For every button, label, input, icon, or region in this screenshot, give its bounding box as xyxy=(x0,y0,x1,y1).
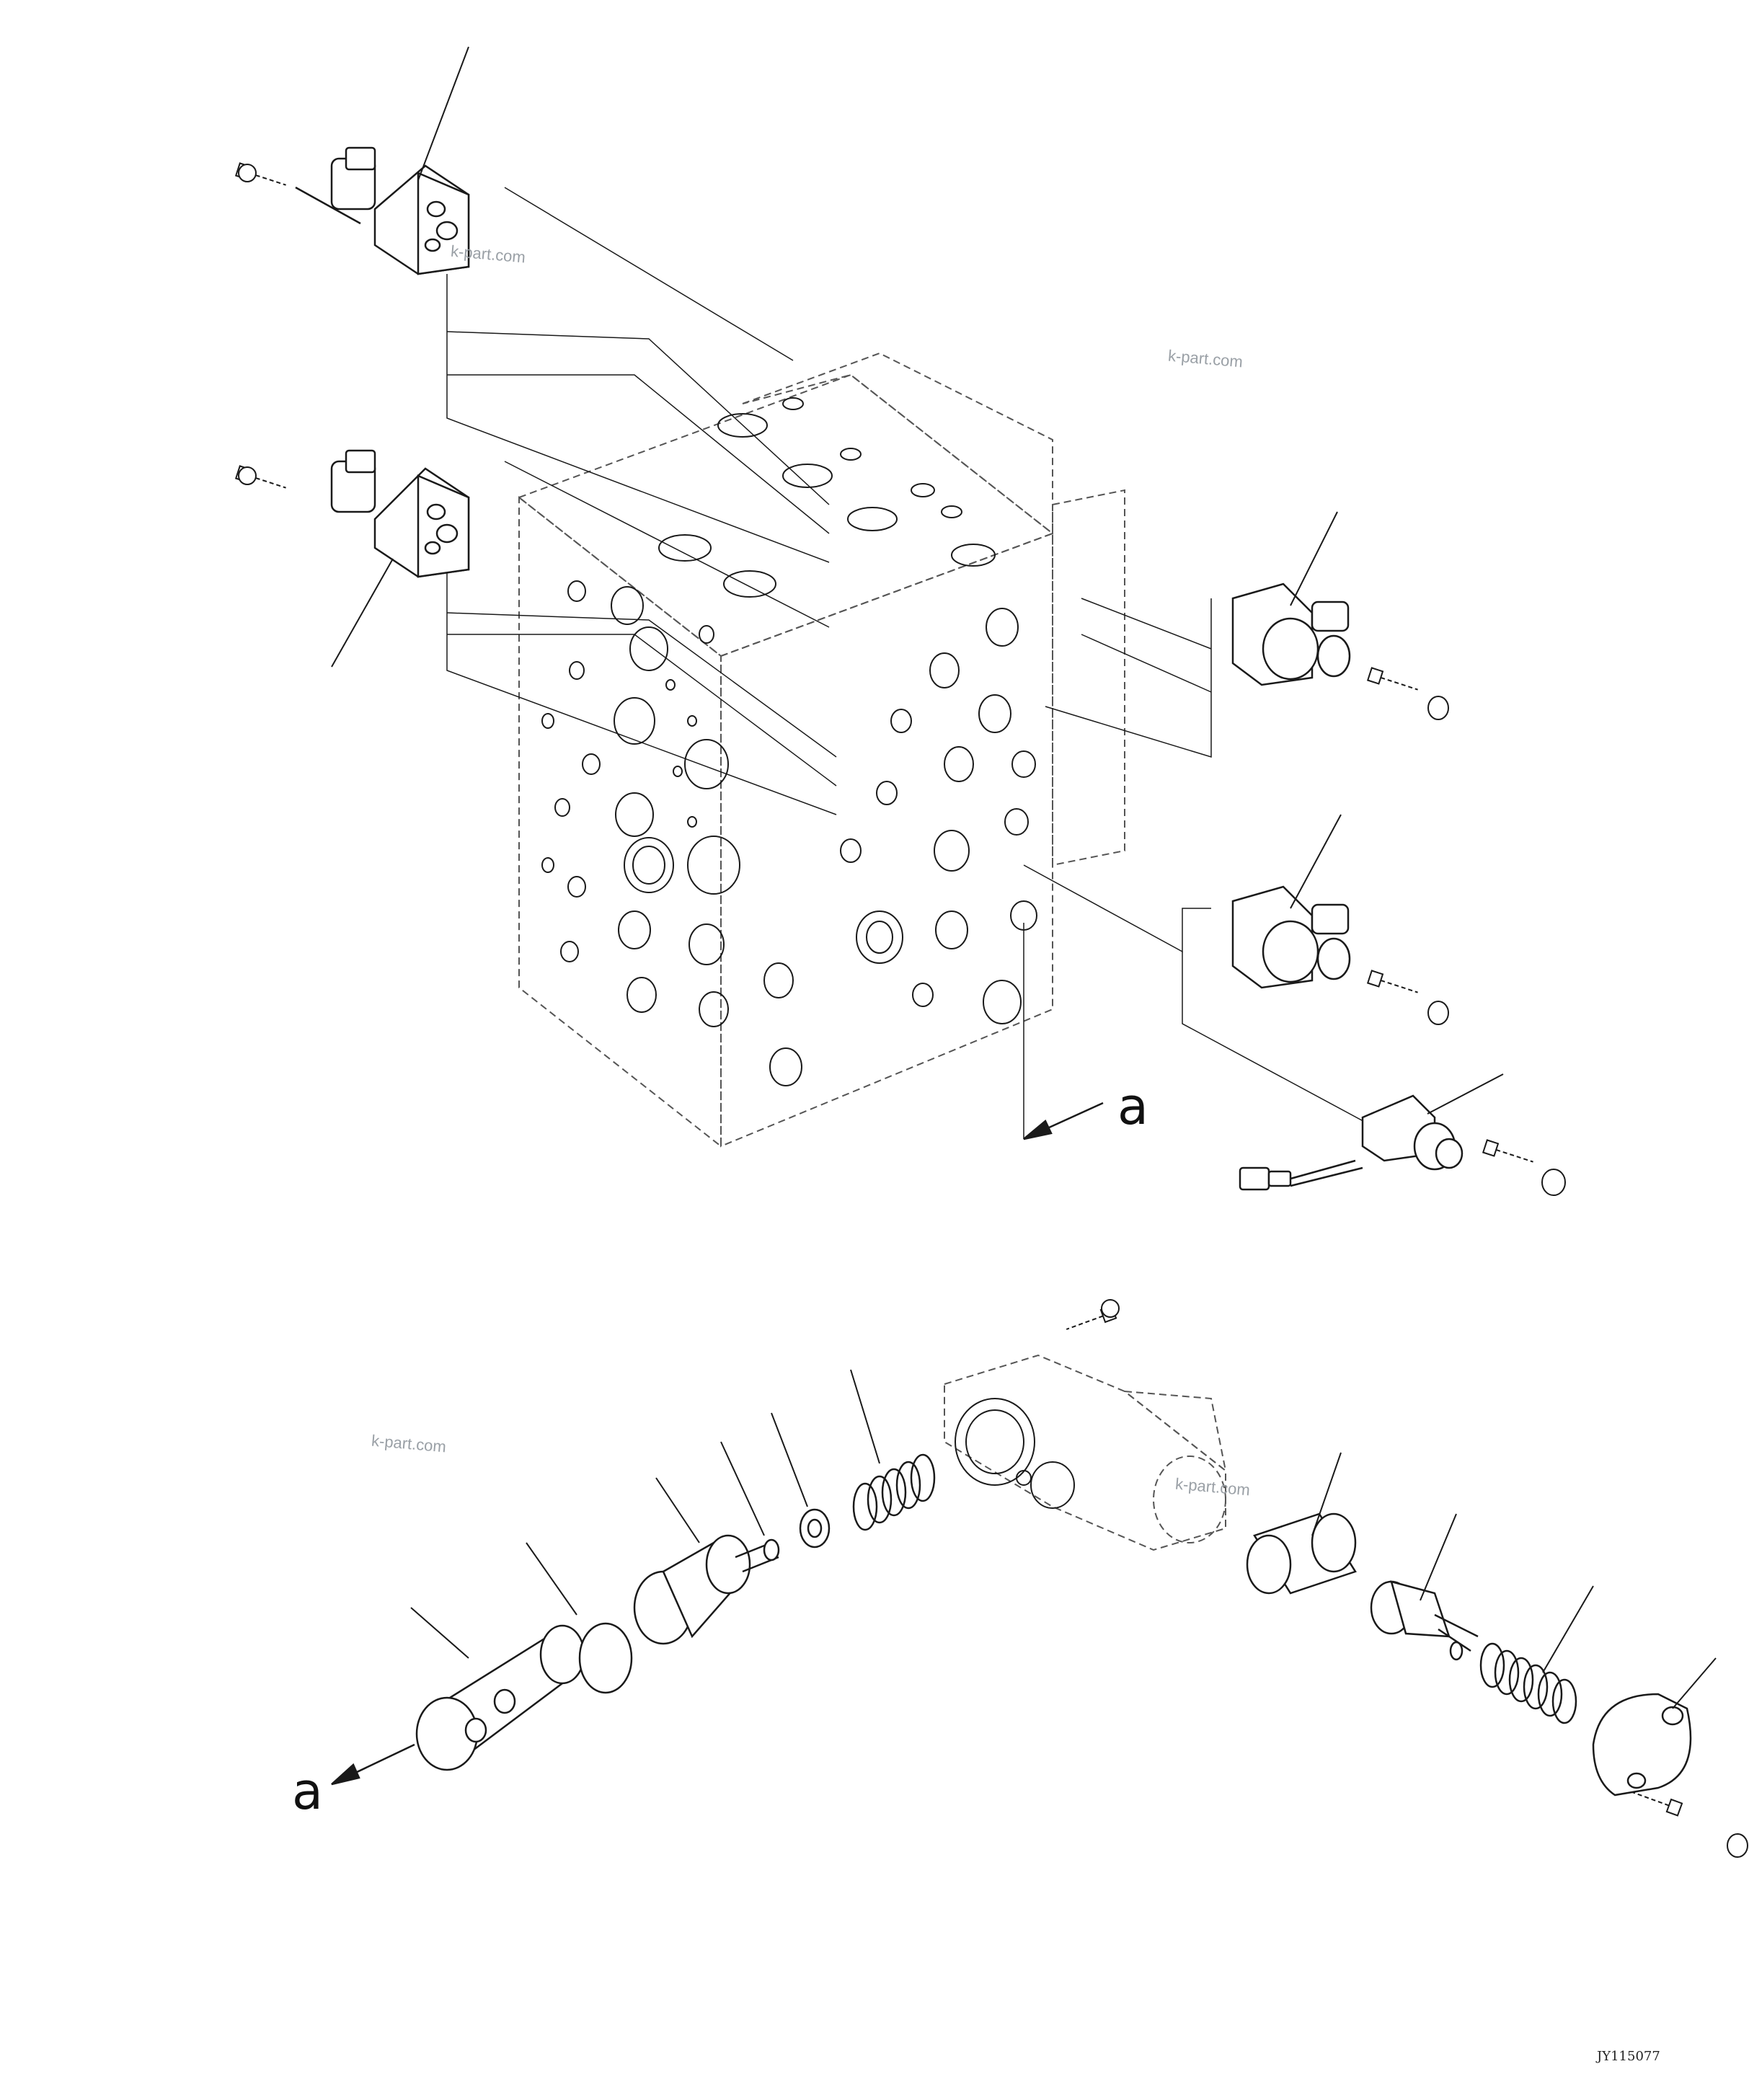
bolt-upper-right xyxy=(1367,667,1449,720)
pressure-sensor xyxy=(1239,1094,1464,1191)
leader-line xyxy=(1420,1513,1457,1601)
view-arrow-bottom xyxy=(331,1743,415,1786)
end-cap xyxy=(1592,1693,1692,1796)
leader-line xyxy=(720,1441,765,1536)
leader-line xyxy=(850,1369,880,1464)
leader-line xyxy=(410,1607,469,1659)
lower-right-sleeve xyxy=(1246,1512,1357,1595)
leader-line xyxy=(1672,1657,1717,1709)
view-arrow-top xyxy=(1023,1102,1104,1140)
solenoid-valve-upper-right xyxy=(1231,582,1351,686)
solenoid-valve-middle-right xyxy=(1231,885,1351,989)
assembly-guide-lines xyxy=(446,187,1371,1139)
leader-line xyxy=(771,1412,808,1507)
o-ring-lower-left xyxy=(578,1622,633,1694)
leader-line xyxy=(1290,511,1338,606)
leader-line xyxy=(331,558,394,668)
block-right-face-holes xyxy=(840,608,1037,1024)
lower-housing-ports xyxy=(955,1398,1075,1509)
small-o-ring xyxy=(763,1538,780,1561)
leader-line xyxy=(1427,1073,1504,1115)
spring-lower-right xyxy=(1479,1642,1577,1724)
bolt-upper-left xyxy=(235,162,289,192)
bolt-middle-right xyxy=(1367,970,1449,1025)
lower-left-sleeve xyxy=(415,1624,585,1771)
leader-line xyxy=(417,46,469,181)
washer xyxy=(799,1508,831,1549)
view-label-a-top: a xyxy=(1117,1077,1148,1136)
lower-left-piston xyxy=(633,1534,779,1645)
leader-line xyxy=(526,1542,577,1616)
block-top-face-holes xyxy=(658,397,996,598)
bolt-end-cap xyxy=(1629,1785,1748,1858)
drawing-code: JY115077 xyxy=(1597,2049,1660,2064)
bolt-middle-left xyxy=(235,465,289,495)
bolt-sensor xyxy=(1482,1139,1566,1196)
leader-line xyxy=(655,1477,700,1543)
view-label-a-bottom: a xyxy=(292,1762,323,1821)
solenoid-valve-upper-left xyxy=(295,146,470,275)
block-left-face-holes xyxy=(541,580,802,1086)
main-valve-block xyxy=(517,352,1125,1148)
bolt-lower-housing xyxy=(1063,1299,1120,1337)
leader-line xyxy=(1311,1452,1342,1536)
leader-line xyxy=(1542,1585,1594,1673)
solenoid-valve-middle-left xyxy=(330,449,470,578)
leader-line xyxy=(1290,814,1342,909)
lower-valve-housing xyxy=(944,1354,1227,1551)
lower-right-poppet xyxy=(1370,1580,1479,1661)
spring-lower-left xyxy=(852,1453,936,1531)
